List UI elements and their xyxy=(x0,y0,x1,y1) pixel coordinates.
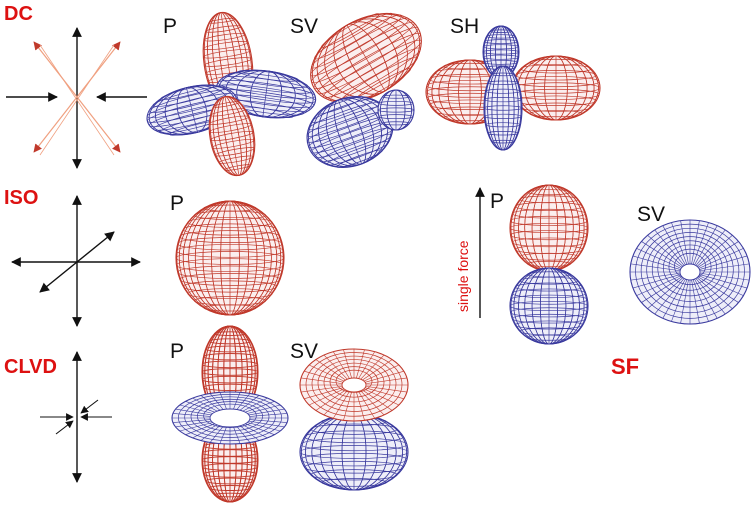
dc-source-icon xyxy=(6,27,147,169)
clvd-sv-radiation-pattern xyxy=(299,348,409,491)
dc-sh-label: SH xyxy=(450,15,480,38)
sf-p-radiation-pattern xyxy=(509,184,589,345)
clvd-source-icon xyxy=(40,351,112,483)
sf-p-label: P xyxy=(490,190,505,213)
iso-p-radiation-pattern xyxy=(175,200,285,316)
dc-p-radiation-pattern xyxy=(146,11,317,177)
clvd-p-radiation-pattern xyxy=(171,325,289,503)
sf-sv-radiation-pattern xyxy=(629,219,751,325)
clvd-p-label: P xyxy=(170,340,185,363)
clvd-row-title: CLVD xyxy=(4,356,57,378)
dc-p-label: P xyxy=(163,15,178,38)
dc-sh-radiation-pattern xyxy=(425,25,601,151)
iso-source-icon xyxy=(11,195,141,327)
iso-row-title: ISO xyxy=(4,187,39,209)
clvd-sv-label: SV xyxy=(290,340,319,363)
iso-p-label: P xyxy=(170,192,185,215)
sf-sv-label: SV xyxy=(637,203,666,226)
sf-title: SF xyxy=(611,354,640,379)
dc-sv-label: SV xyxy=(290,15,319,38)
single-force-caption: single force xyxy=(455,240,471,312)
dc-row-title: DC xyxy=(4,3,33,25)
dc-sv-radiation-pattern xyxy=(306,12,422,168)
